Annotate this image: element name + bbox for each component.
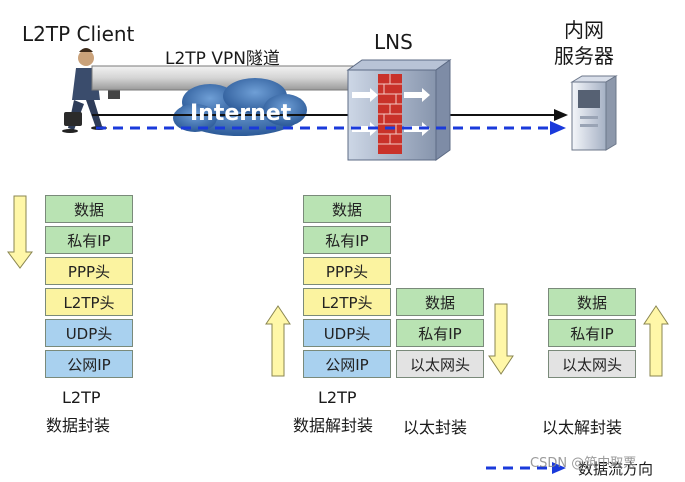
- client-label: L2TP Client: [22, 22, 135, 46]
- caption-eth-decap: 以太解封装: [542, 418, 623, 437]
- down-arrow-icon: [7, 195, 33, 269]
- up-arrow-icon: [265, 305, 291, 377]
- stack-cell-ppp-header: PPP头: [45, 257, 133, 285]
- physical-link-arrowhead: [554, 109, 568, 121]
- caption-l2tp-encap-line2: 数据封装: [46, 416, 111, 435]
- stack-cell-eth-header: 以太网头: [396, 350, 484, 378]
- stack-cell-ppp-header: PPP头: [303, 257, 391, 285]
- watermark: CSDN @筑中取票: [530, 456, 637, 471]
- stack-cell-public-ip: 公网IP: [303, 350, 391, 378]
- stack-cell-data: 数据: [45, 195, 133, 223]
- stack-cell-private-ip: 私有IP: [548, 319, 636, 347]
- stack-cell-udp-header: UDP头: [303, 319, 391, 347]
- stack-cell-data: 数据: [303, 195, 391, 223]
- up-arrow-icon: [643, 305, 669, 377]
- down-arrow-icon: [488, 303, 514, 375]
- data-flow-arrowhead: [550, 121, 566, 135]
- legend-label: 数据流方向: [578, 460, 654, 478]
- stack-cell-l2tp-header: L2TP头: [45, 288, 133, 316]
- internet-label: Internet: [190, 101, 292, 126]
- stack-cell-private-ip: 私有IP: [303, 226, 391, 254]
- caption-l2tp-decap-line2: 数据解封装: [293, 416, 374, 435]
- lns-label: LNS: [374, 30, 413, 54]
- server-label-line2: 服务器: [554, 44, 614, 68]
- caption-l2tp-decap-line1: L2TP: [318, 388, 357, 407]
- caption-eth-encap: 以太封装: [403, 418, 468, 437]
- stack-cell-private-ip: 私有IP: [45, 226, 133, 254]
- caption-l2tp-encap-line1: L2TP: [62, 388, 101, 407]
- stack-cell-udp-header: UDP头: [45, 319, 133, 347]
- server-label-line1: 内网: [564, 18, 604, 42]
- stack-cell-public-ip: 公网IP: [45, 350, 133, 378]
- firewall-icon: [346, 59, 452, 161]
- legend-flow-arrowhead: [552, 462, 566, 474]
- internet-cloud-icon: [173, 78, 307, 136]
- stack-cell-l2tp-header: L2TP头: [303, 288, 391, 316]
- server-icon: [570, 75, 618, 151]
- stack-cell-data: 数据: [396, 288, 484, 316]
- stack-cell-private-ip: 私有IP: [396, 319, 484, 347]
- stack-cell-data: 数据: [548, 288, 636, 316]
- tunnel-label: L2TP VPN隧道: [165, 49, 280, 69]
- stack-cell-eth-header: 以太网头: [548, 350, 636, 378]
